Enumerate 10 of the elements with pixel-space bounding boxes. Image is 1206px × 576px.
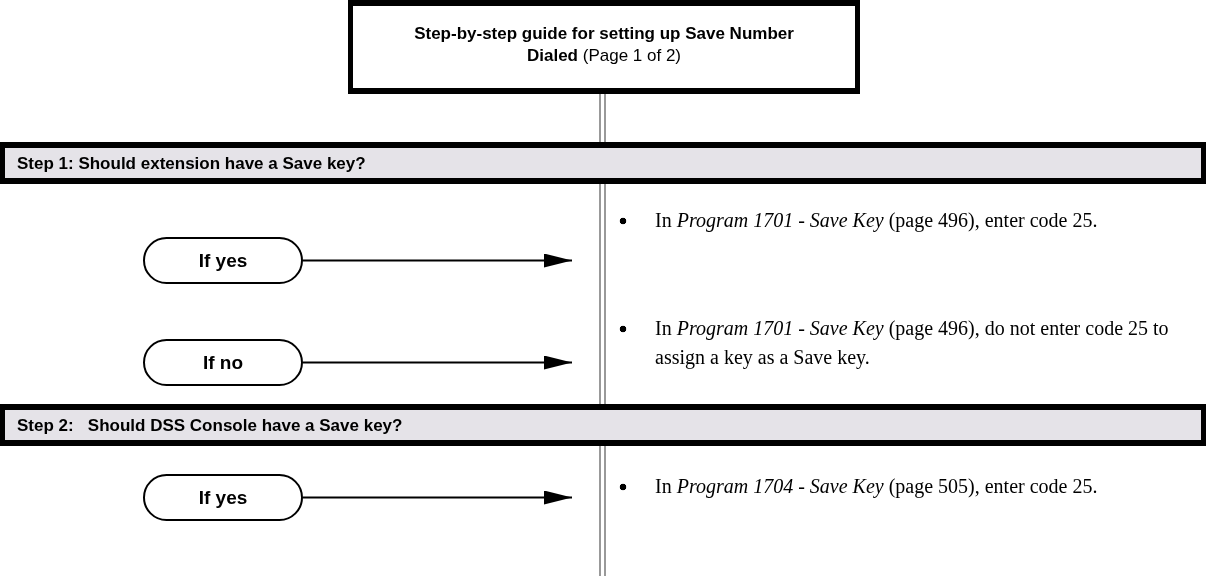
condition-pill: If yes: [143, 474, 303, 521]
step-header-bar: Step 1: Should extension have a Save key?: [0, 142, 1206, 184]
arrow: [302, 253, 573, 268]
arrow: [302, 490, 573, 505]
condition-pill: If yes: [143, 237, 303, 284]
condition-pill: If no: [143, 339, 303, 386]
double-line: [599, 93, 606, 143]
arrow: [302, 355, 573, 370]
title-box: Step-by-step guide for setting up Save Number Dialed (Page 1 of 2): [348, 0, 860, 94]
step-header-bar: Step 2: Should DSS Console have a Save key?: [0, 404, 1206, 446]
